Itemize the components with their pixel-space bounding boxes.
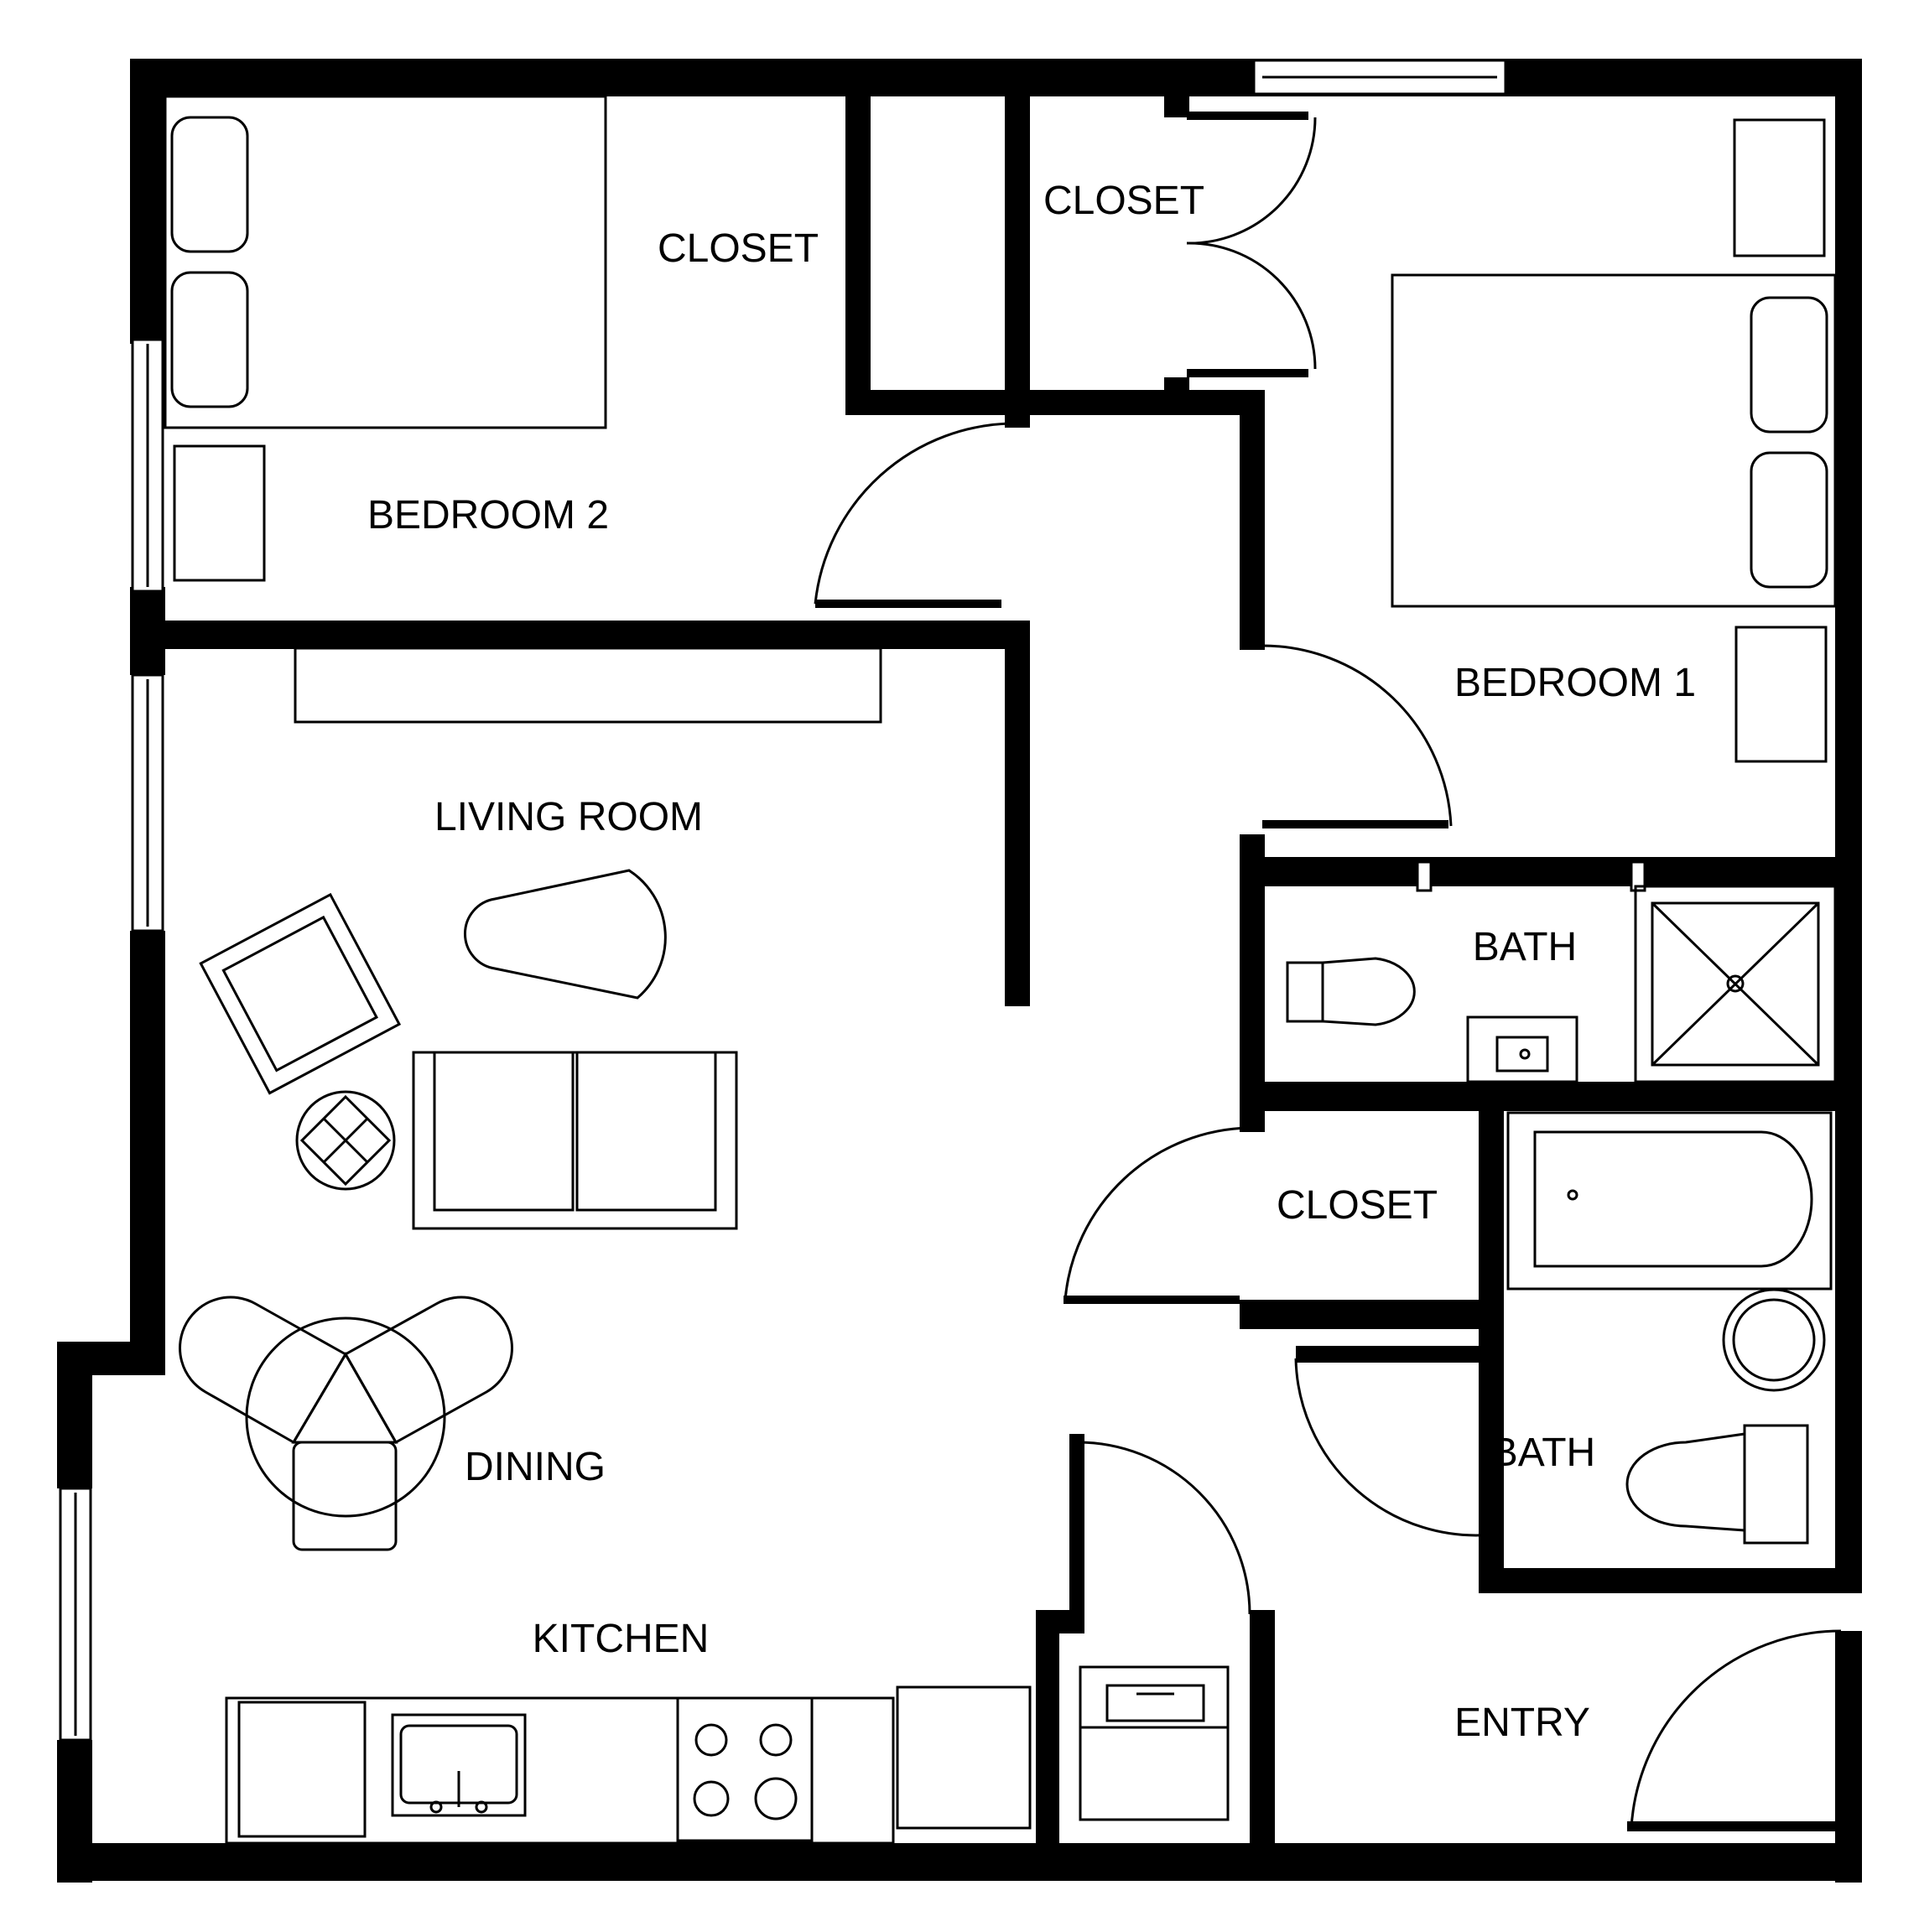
label-bath-top: BATH: [1473, 925, 1577, 969]
bedroom2-furniture: [164, 95, 607, 582]
bedroom1-furniture: [1391, 118, 1837, 763]
label-living-room: LIVING ROOM: [434, 795, 703, 839]
label-dining: DINING: [465, 1445, 606, 1489]
bath-bottom-fixtures: [1506, 1111, 1833, 1545]
exterior-walls: [57, 59, 1862, 1883]
label-closet-left: CLOSET: [658, 226, 819, 271]
bath-top-fixtures: [1286, 885, 1837, 1083]
label-kitchen: KITCHEN: [533, 1617, 710, 1661]
label-closet-mid: CLOSET: [1277, 1183, 1438, 1228]
room-labels: CLOSET CLOSET BEDROOM 2 BEDROOM 1 LIVING…: [367, 179, 1696, 1745]
kitchen-fixtures: [225, 1665, 1230, 1845]
living-furniture: [199, 647, 882, 1230]
doors: [814, 112, 1842, 1831]
label-bedroom1: BEDROOM 1: [1454, 661, 1696, 705]
label-bath-bottom: BATH: [1491, 1431, 1595, 1475]
label-closet-top: CLOSET: [1043, 179, 1204, 223]
dining-furniture: [179, 1296, 513, 1551]
interior-walls: [165, 96, 1860, 1862]
label-entry: ENTRY: [1454, 1701, 1590, 1745]
label-bedroom2: BEDROOM 2: [367, 493, 609, 538]
